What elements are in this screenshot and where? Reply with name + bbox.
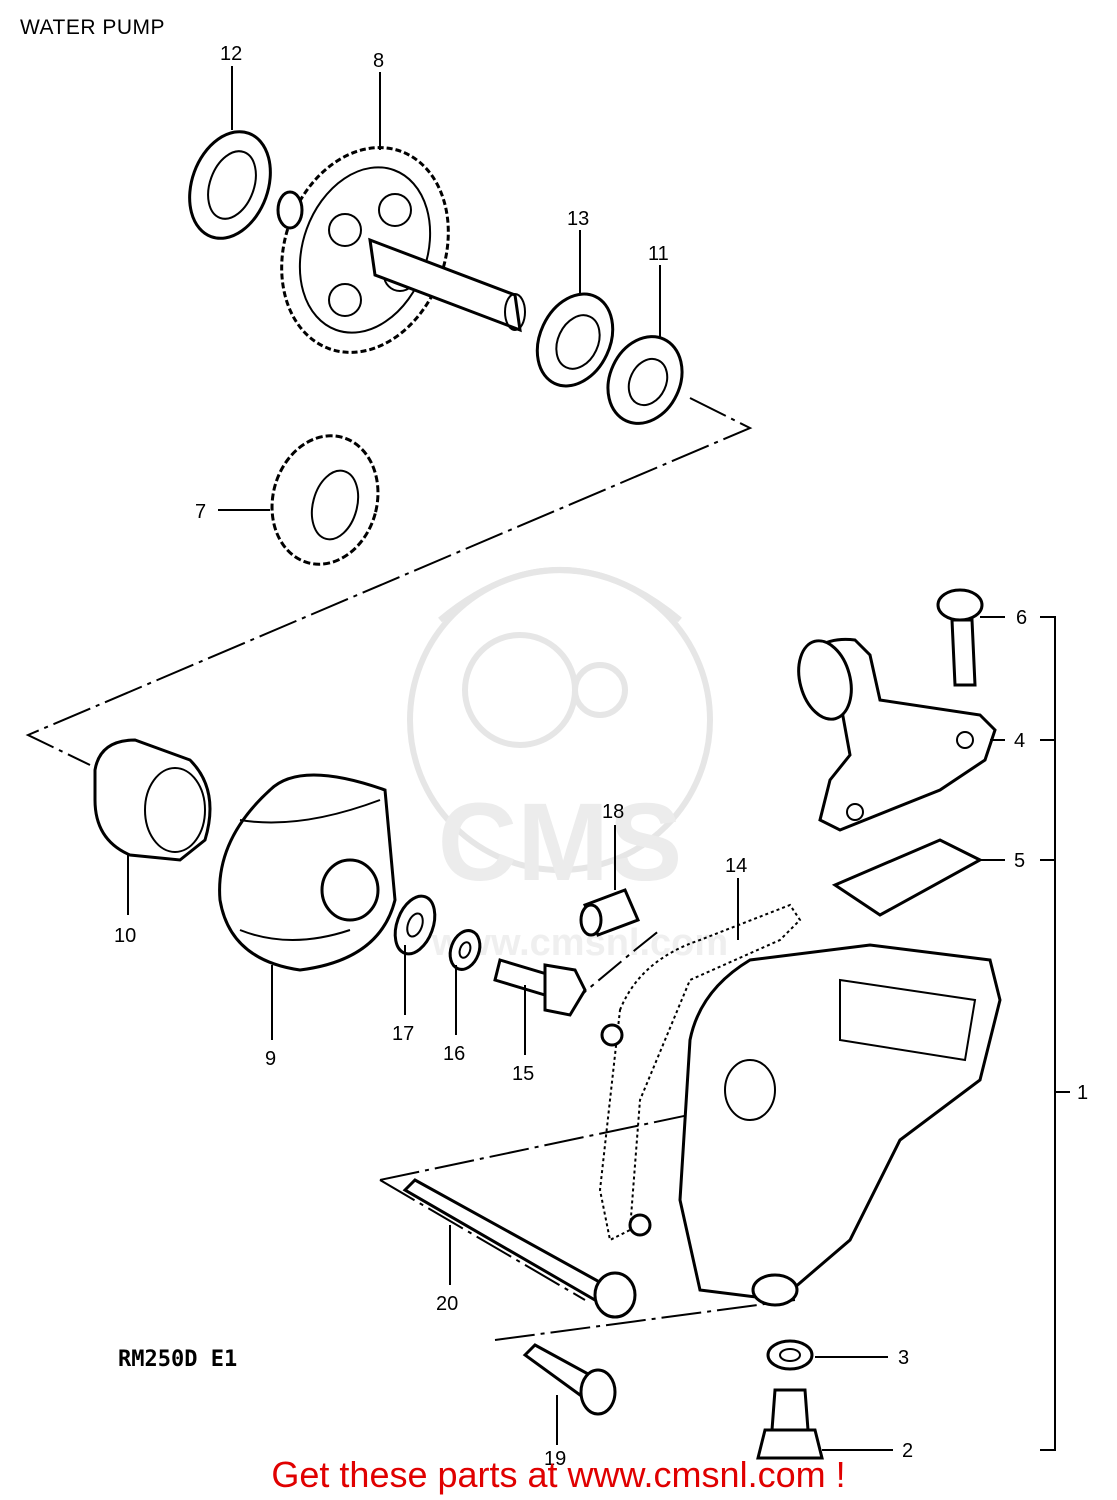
part-8-pump-gear-shaft xyxy=(276,146,526,354)
callout-12: 12 xyxy=(220,43,242,65)
callout-13: 13 xyxy=(567,208,589,230)
callout-8: 8 xyxy=(373,50,384,72)
group-outline-lines xyxy=(25,397,1070,1451)
part-15-bolt xyxy=(493,958,587,1017)
callout-labels: 1 2 3 4 5 6 7 8 9 10 11 12 13 14 15 16 1… xyxy=(114,43,1088,1470)
part-2-drain-bolt xyxy=(756,1388,824,1460)
part-5-gasket xyxy=(831,838,984,917)
callout-11: 11 xyxy=(648,243,669,265)
footer-link[interactable]: Get these parts at www.cmsnl.com ! xyxy=(271,1454,846,1495)
callout-20: 20 xyxy=(436,1293,458,1315)
part-12-bearing xyxy=(188,130,272,240)
part-20-long-bolt xyxy=(402,1178,637,1319)
callout-15: 15 xyxy=(512,1063,534,1085)
callout-1: 1 xyxy=(1077,1082,1088,1104)
watermark-logo: CMS www.cmsnl.com xyxy=(407,567,728,964)
part-3-washer xyxy=(766,1339,814,1371)
callout-3: 3 xyxy=(898,1347,909,1369)
callout-16: 16 xyxy=(443,1043,465,1065)
callout-2: 2 xyxy=(902,1440,913,1462)
part-17-washer xyxy=(393,894,437,956)
part-19-screw xyxy=(522,1343,617,1416)
leader-lines xyxy=(127,66,1005,1451)
callout-7: 7 xyxy=(195,501,206,523)
callout-9: 9 xyxy=(265,1048,276,1070)
callout-5: 5 xyxy=(1014,850,1025,872)
part-14-gasket xyxy=(598,903,802,1242)
callout-17: 17 xyxy=(392,1023,414,1045)
callout-10: 10 xyxy=(114,925,136,947)
callout-4: 4 xyxy=(1014,730,1025,752)
part-9-impeller xyxy=(218,773,397,972)
part-18-dowel-pin xyxy=(579,888,641,937)
callout-18: 18 xyxy=(602,801,624,823)
callout-14: 14 xyxy=(725,855,747,877)
part-16-washer xyxy=(448,929,482,971)
part-1-pump-cover xyxy=(600,943,1002,1307)
part-10-mechanical-seal xyxy=(93,738,212,862)
part-4-inlet-elbow xyxy=(797,637,997,832)
part-7-gear xyxy=(270,434,380,566)
page-title: WATER PUMP xyxy=(20,16,165,39)
model-code-label: RM250D E1 xyxy=(118,1347,238,1372)
part-6-screw xyxy=(936,588,984,687)
part-13-bearing xyxy=(535,292,615,388)
callout-6: 6 xyxy=(1016,607,1027,629)
part-11-oil-seal xyxy=(606,335,684,425)
footer-banner: Get these parts at www.cmsnl.com ! xyxy=(0,1454,1117,1496)
callout-19: 19 xyxy=(544,1448,566,1470)
watermark-text: CMS xyxy=(438,781,682,904)
